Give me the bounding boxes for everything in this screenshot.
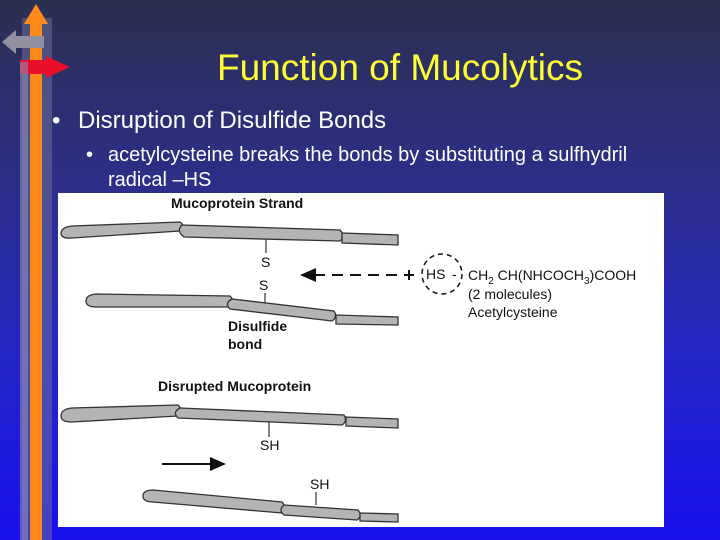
slide-title: Function of Mucolytics bbox=[216, 47, 584, 88]
sh-label-bottom: SH bbox=[310, 476, 329, 492]
disulfide-label-2: bond bbox=[228, 336, 262, 352]
diagram-canvas: Mucoprotein Strand S S Disulfide bond bbox=[60, 195, 636, 523]
acetylcysteine-formula: CH2 CH(NHCOCH3)COOH bbox=[468, 267, 636, 287]
sulfur-bottom: S bbox=[259, 277, 268, 293]
disrupted-strand-bottom bbox=[142, 489, 399, 523]
sh-label-top: SH bbox=[260, 437, 279, 453]
hs-circle bbox=[421, 253, 463, 295]
hs-dash: - bbox=[452, 266, 457, 282]
bullet-text: Disruption of Disulfide Bonds bbox=[78, 107, 387, 134]
drug-label: Acetylcysteine bbox=[468, 304, 558, 320]
disrupted-label: Disrupted Mucoprotein bbox=[158, 378, 311, 394]
sub-bullet-text: acetylcysteine breaks the bonds by subst… bbox=[108, 144, 628, 191]
bullet-dot: • bbox=[52, 107, 61, 134]
strand-label: Mucoprotein Strand bbox=[171, 195, 303, 211]
disrupted-strand-top bbox=[60, 404, 399, 429]
molecules-label: (2 molecules) bbox=[468, 286, 552, 302]
solid-arrow-right bbox=[162, 457, 226, 471]
mucoprotein-strand-middle bbox=[85, 293, 399, 326]
disulfide-label-1: Disulfide bbox=[228, 318, 287, 334]
mucoprotein-strand-top bbox=[60, 221, 399, 246]
decorative-arrows bbox=[2, 4, 70, 540]
sub-bullet-acetylcysteine: • acetylcysteine breaks the bonds by sub… bbox=[86, 143, 686, 193]
disulfide-diagram: Mucoprotein Strand S S Disulfide bond bbox=[58, 193, 664, 527]
bullet-disruption: • Disruption of Disulfide Bonds bbox=[52, 106, 386, 136]
sub-bullet-dot: • bbox=[86, 144, 94, 166]
dashed-arrow-left bbox=[300, 268, 414, 282]
sulfur-top: S bbox=[261, 254, 270, 270]
hs-label: HS bbox=[426, 266, 445, 282]
